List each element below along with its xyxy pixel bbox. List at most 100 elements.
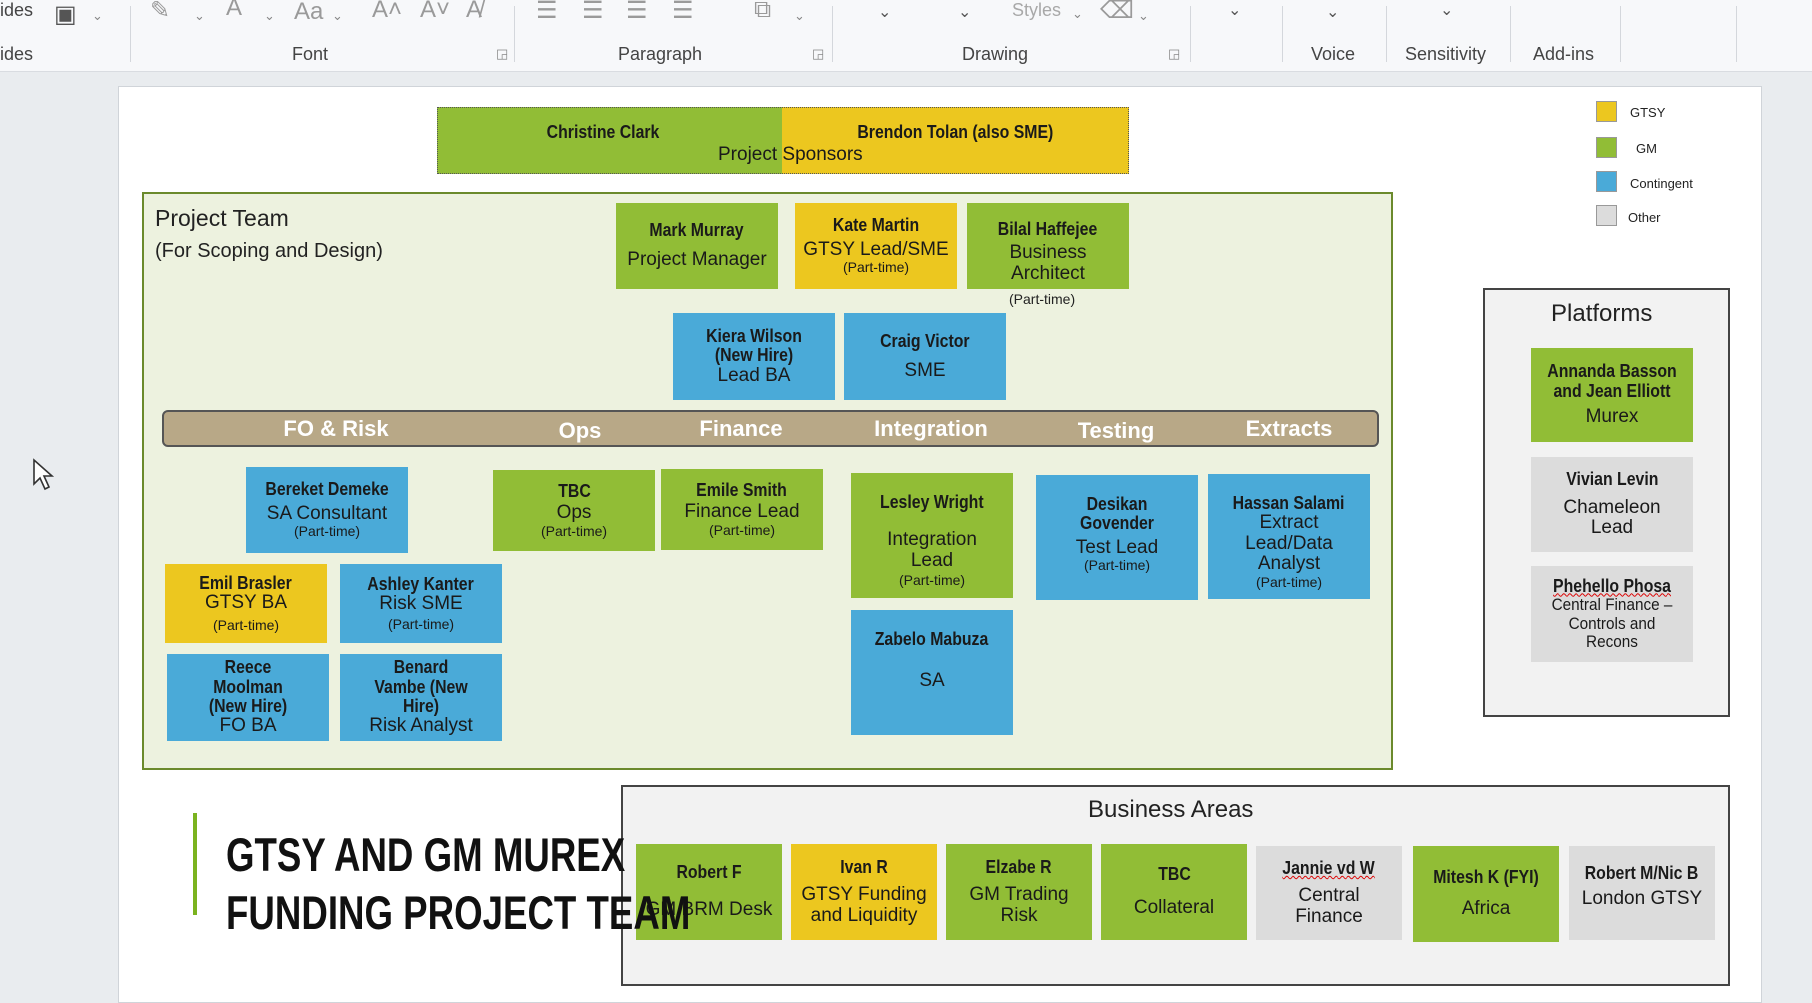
person-card-kiera-wilson[interactable]: Kiera Wilson (New Hire) Lead BA: [673, 313, 835, 400]
person-card-kate-martin[interactable]: Kate Martin GTSY Lead/SME (Part-time): [795, 203, 957, 289]
person-card-tbc-ops[interactable]: TBC Ops (Part-time): [493, 470, 655, 551]
chevron-down-icon[interactable]: ⌄: [1228, 2, 1242, 19]
align-left-icon[interactable]: ☰: [536, 0, 558, 24]
dialog-launcher-icon[interactable]: ◲: [1168, 46, 1181, 61]
person-note: (Part-time): [1255, 573, 1323, 590]
person-note: (Part-time): [212, 616, 280, 633]
person-name: Craig Victor: [880, 330, 970, 351]
ribbon-group-paragraph-label: Paragraph: [618, 44, 703, 64]
chevron-down-icon[interactable]: ⌄: [1072, 6, 1083, 21]
person-card-emile-smith[interactable]: Emile Smith Finance Lead (Part-time): [661, 469, 823, 550]
dialog-launcher-icon[interactable]: ◲: [812, 46, 825, 61]
person-role: Test Lead: [1075, 536, 1159, 558]
person-role: Africa: [1461, 898, 1511, 920]
person-note: (Part-time): [842, 259, 910, 276]
person-role: GM Trading Risk: [969, 884, 1069, 926]
align-right-icon[interactable]: ☰: [626, 0, 648, 24]
sponsor-card-gm[interactable]: Christine Clark: [437, 107, 782, 174]
sponsor-name: Brendon Tolan (also SME): [857, 122, 1054, 142]
styles-button[interactable]: Styles: [1012, 0, 1062, 20]
person-role: SA: [919, 670, 945, 692]
title-accent-bar: [193, 813, 197, 915]
ribbon-separator: [1190, 6, 1191, 62]
person-card-reece-moolman[interactable]: Reece Moolman (New Hire) FO BA: [167, 654, 329, 741]
platform-card-murex[interactable]: Annanda Basson and Jean Elliott Murex: [1531, 348, 1693, 442]
person-card-hassan-salami[interactable]: Hassan Salami Extract Lead/Data Analyst …: [1208, 474, 1370, 599]
person-card-benard-vambe[interactable]: Benard Vambe (New Hire) Risk Analyst: [340, 654, 502, 741]
person-card-ashley-kanter[interactable]: Ashley Kanter Risk SME (Part-time): [340, 564, 502, 643]
person-note: (Part-time): [708, 521, 776, 538]
legend-label-gm: GM: [1636, 141, 1657, 156]
person-name: TBC: [1157, 864, 1191, 885]
chevron-down-icon[interactable]: ⌄: [1440, 2, 1454, 19]
chevron-down-icon[interactable]: ⌄: [878, 4, 892, 21]
chevron-down-icon[interactable]: ⌄: [92, 8, 103, 23]
layout-icon[interactable]: ▣: [54, 1, 77, 28]
highlighter-icon[interactable]: ✎: [150, 0, 171, 24]
business-card-mitesh-k[interactable]: Mitesh K (FYI) Africa: [1413, 846, 1559, 942]
person-card-bereket-demeke[interactable]: Bereket Demeke SA Consultant (Part-time): [246, 467, 408, 553]
chevron-down-icon[interactable]: ⌄: [1326, 4, 1340, 21]
ribbon-group-slides-label: ides: [0, 0, 34, 20]
platform-card-central-finance[interactable]: Phehello Phosa Central Finance – Control…: [1531, 566, 1693, 662]
person-role: SME: [904, 359, 946, 381]
chevron-down-icon[interactable]: ⌄: [264, 8, 275, 23]
font-color-icon[interactable]: A: [226, 0, 243, 21]
person-name: Phehello Phosa: [1553, 575, 1671, 596]
business-card-elzabe-r[interactable]: Elzabe R GM Trading Risk: [946, 844, 1092, 940]
change-case-icon[interactable]: Aa: [294, 0, 324, 25]
person-name: Mitesh K (FYI): [1433, 867, 1539, 888]
business-areas-title: Business Areas: [1088, 796, 1254, 823]
person-role: GTSY Funding and Liquidity: [801, 884, 927, 926]
clear-formatting-icon[interactable]: A̸: [466, 0, 483, 23]
chevron-down-icon[interactable]: ⌄: [1138, 8, 1149, 23]
dialog-launcher-icon[interactable]: ◲: [496, 46, 509, 61]
legend-swatch-gtsy: [1596, 101, 1617, 122]
person-role: Central Finance – Controls and Recons: [1551, 595, 1673, 651]
chevron-down-icon[interactable]: ⌄: [958, 4, 972, 21]
person-role: Risk SME: [379, 593, 463, 615]
business-card-jannie-vd-w[interactable]: Jannie vd W Central Finance: [1256, 846, 1402, 940]
person-name: Ashley Kanter: [367, 573, 475, 594]
person-role: SA Consultant: [266, 502, 388, 524]
slide-title-line2: FUNDING PROJECT TEAM: [226, 886, 691, 939]
person-name: Kiera Wilson (New Hire): [706, 325, 802, 366]
person-role: London GTSY: [1581, 888, 1703, 910]
justify-icon[interactable]: ☰: [672, 0, 694, 24]
person-card-mark-murray[interactable]: Mark Murray Project Manager: [616, 203, 778, 289]
sponsor-name: Christine Clark: [546, 122, 660, 142]
ribbon-separator: [1510, 6, 1511, 62]
person-card-emil-brasler[interactable]: Emil Brasler GTSY BA (Part-time): [165, 564, 327, 643]
person-card-zabelo-mabuza[interactable]: Zabelo Mabuza SA: [851, 610, 1013, 735]
increase-font-icon[interactable]: A˄: [372, 0, 403, 23]
ribbon-separator: [514, 6, 515, 62]
decrease-font-icon[interactable]: A˅: [420, 0, 451, 23]
chevron-down-icon[interactable]: ⌄: [332, 8, 343, 23]
person-card-craig-victor[interactable]: Craig Victor SME: [844, 313, 1006, 400]
person-name: Hassan Salami: [1233, 493, 1345, 513]
person-card-lesley-wright[interactable]: Lesley Wright Integration Lead (Part-tim…: [851, 473, 1013, 598]
person-note: (Part-time): [1083, 557, 1151, 574]
sponsor-card-gtsy[interactable]: Brendon Tolan (also SME): [782, 107, 1129, 174]
platform-card-chameleon[interactable]: Vivian Levin Chameleon Lead: [1531, 457, 1693, 552]
ribbon-group-addins-label: Add-ins: [1533, 44, 1595, 64]
smartart-icon[interactable]: ⧉: [754, 0, 772, 23]
person-card-desikan-govender[interactable]: Desikan Govender Test Lead (Part-time): [1036, 475, 1198, 600]
chevron-down-icon[interactable]: ⌄: [794, 8, 805, 23]
project-team-title: Project Team: [155, 205, 289, 231]
person-card-bilal-haffejee[interactable]: Bilal Haffejee Business Architect: [967, 203, 1129, 289]
eraser-icon[interactable]: ⌫: [1100, 0, 1134, 24]
person-note: (Part-time): [898, 572, 966, 589]
align-center-icon[interactable]: ☰: [582, 0, 604, 24]
business-card-tbc-collateral[interactable]: TBC Collateral: [1101, 844, 1247, 940]
person-name: Mark Murray: [649, 220, 745, 241]
business-card-ivan-r[interactable]: Ivan R GTSY Funding and Liquidity: [791, 844, 937, 940]
person-name: Emile Smith: [696, 479, 788, 500]
business-card-robert-m-nic-b[interactable]: Robert M/Nic B London GTSY: [1569, 846, 1715, 940]
business-card-robert-f[interactable]: Robert F GM BRM Desk: [636, 844, 782, 940]
chevron-down-icon[interactable]: ⌄: [194, 8, 205, 23]
person-name: TBC: [557, 480, 591, 501]
legend-label-other: Other: [1628, 210, 1661, 225]
ribbon-separator: [130, 6, 131, 62]
person-name: Jannie vd W: [1282, 857, 1376, 878]
